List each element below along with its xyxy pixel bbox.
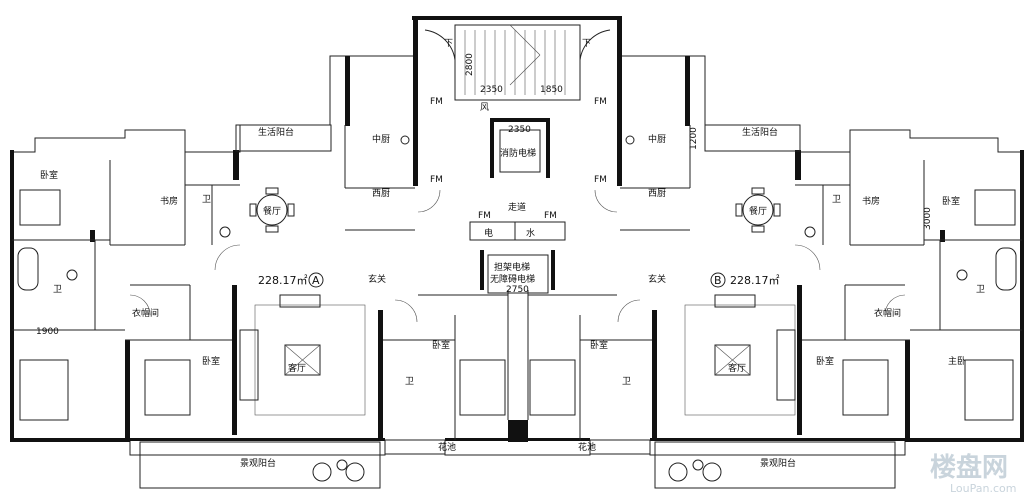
label-bedroom-center-right: 卧室 [590,339,608,351]
label-dining-right: 餐厅 [749,205,767,217]
unit-a-tag-circle [308,272,324,288]
label-wind: 风 [480,102,489,113]
label-bedroom-center-left: 卧室 [432,339,450,351]
label-view-balcony-right: 景观阳台 [760,457,796,469]
label-bedroom-top-left: 卧室 [40,169,58,181]
label-bedroom-mid-right: 卧室 [816,355,834,367]
label-fm-1: FM [430,97,443,107]
door-swings [129,189,906,323]
dim-2800: 2800 [465,53,475,76]
label-life-balcony-left: 生活阳台 [258,126,294,138]
unit-b-area: 228.17㎡ [730,274,780,287]
living-right-furniture [684,294,796,416]
label-living-left: 客厅 [288,362,306,374]
left-partitions [12,125,509,440]
label-bath-mid-right: 卫 [976,285,985,295]
unit-b-tag: B [714,274,722,287]
label-elec: 电 [484,227,493,239]
dim-2350-stair: 2350 [480,85,503,95]
label-fm-3: FM [430,175,443,185]
label-bath-low-left: 卫 [405,377,414,387]
label-life-balcony-right: 生活阳台 [742,126,778,138]
label-bath-low-right: 卫 [622,377,631,387]
balconies [139,124,896,489]
label-study-right: 书房 [862,195,880,207]
label-west-kitchen-right: 西厨 [648,188,666,199]
label-dining-left: 餐厅 [263,205,281,217]
dimension-labels: 2350 1850 2800 2350 2750 1900 1200 3000 [36,53,933,337]
dim-2350-elev: 2350 [508,125,531,135]
watermark-text: 楼盘网 [930,452,1008,483]
label-bedroom-top-right: 卧室 [942,195,960,207]
label-planter-right: 花池 [578,441,596,453]
label-foyer-left: 玄关 [368,273,386,285]
beds [19,189,1016,421]
label-bedroom-mid-left: 卧室 [202,355,220,367]
label-planter-left: 花池 [438,441,456,453]
dim-1850: 1850 [540,85,563,95]
label-fire-elevator: 消防电梯 [500,147,536,159]
label-down-left: 下 [444,39,453,49]
dim-1900: 1900 [36,327,59,337]
living-left-furniture [239,294,366,416]
watermark-url: LouPan.com [950,482,1016,495]
label-bath-mid-left: 卫 [53,285,62,295]
label-fm-4: FM [594,175,607,185]
outer-walls [10,16,1024,456]
label-closet-left: 衣帽间 [132,307,159,319]
right-partitions [527,125,1022,440]
label-west-kitchen-left: 西厨 [372,188,390,199]
label-fm-6: FM [544,211,557,221]
label-stretcher-elevator: 担架电梯 [494,261,530,273]
unit-a-area: 228.17㎡ [258,274,308,287]
label-accessible-elevator: 无障碍电梯 [490,273,535,285]
label-bath-top-left: 卫 [202,195,211,205]
label-bath-top-right: 卫 [832,195,841,205]
unit-area-labels: 228.17㎡ A B 228.17㎡ [258,272,780,288]
label-closet-right: 衣帽间 [874,307,901,319]
core [424,24,611,294]
dim-1200: 1200 [689,127,699,150]
unit-b-tag-circle [710,272,726,288]
label-down-right: 下 [582,39,591,49]
dim-2750: 2750 [506,285,529,295]
label-foyer-right: 玄关 [648,273,666,285]
label-kitchen-left: 中厨 [372,133,390,145]
label-fm-2: FM [594,97,607,107]
dining-table-left [249,187,295,233]
label-living-right: 客厅 [728,362,746,374]
label-corridor: 走道 [508,201,526,213]
label-kitchen-right: 中厨 [648,133,666,145]
label-water: 水 [526,227,535,239]
watermark: 楼盘网 LouPan.com [930,452,1016,495]
label-view-balcony-left: 景观阳台 [240,457,276,469]
label-fm-5: FM [478,211,491,221]
fixtures [17,135,1017,291]
dining-table-right [735,187,781,233]
label-master: 主卧 [948,355,966,367]
room-labels: 生活阳台 生活阳台 中厨 中厨 西厨 西厨 餐厅 餐厅 卧室 卧室 书房 书房 … [40,39,985,469]
dim-3000: 3000 [923,207,933,230]
unit-a-tag: A [312,274,320,287]
label-study-left: 书房 [160,195,178,207]
